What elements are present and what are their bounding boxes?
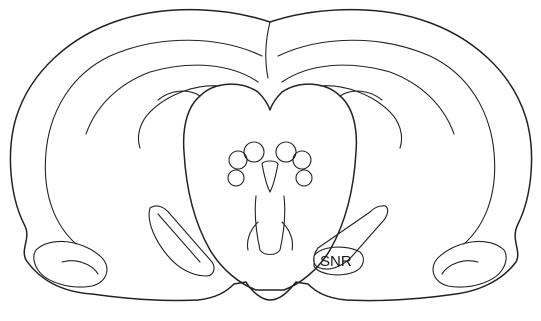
left-substantia-nigra <box>149 206 214 276</box>
left-lower-lobe <box>34 241 107 287</box>
right-substantia-nigra: SNR <box>314 206 388 275</box>
central-gray-cluster <box>228 142 312 192</box>
nucleus-right-upper <box>293 151 311 169</box>
nucleus-right-lower <box>296 170 312 186</box>
lateral-lobes <box>34 241 506 287</box>
right-lower-lobe-inner <box>442 261 478 274</box>
aqueduct <box>262 161 278 192</box>
snr-label: SNR <box>320 253 352 270</box>
left-lower-lobe-inner <box>62 261 98 274</box>
right-corpus-callosum <box>282 65 454 134</box>
left-nigra-inner <box>158 214 200 262</box>
section-outline <box>10 10 531 301</box>
left-hippocampal-fold <box>138 86 220 148</box>
cortical-layers <box>45 40 494 244</box>
left-corpus-callosum <box>86 65 258 134</box>
nucleus-left-center <box>244 142 264 162</box>
ventral-midline-body <box>255 196 285 255</box>
nucleus-left-lower <box>228 170 244 186</box>
midline-fissure <box>266 22 270 78</box>
outer-contour <box>10 10 531 301</box>
right-hippocampal-fold <box>320 86 402 148</box>
ventral-midline <box>247 196 292 255</box>
